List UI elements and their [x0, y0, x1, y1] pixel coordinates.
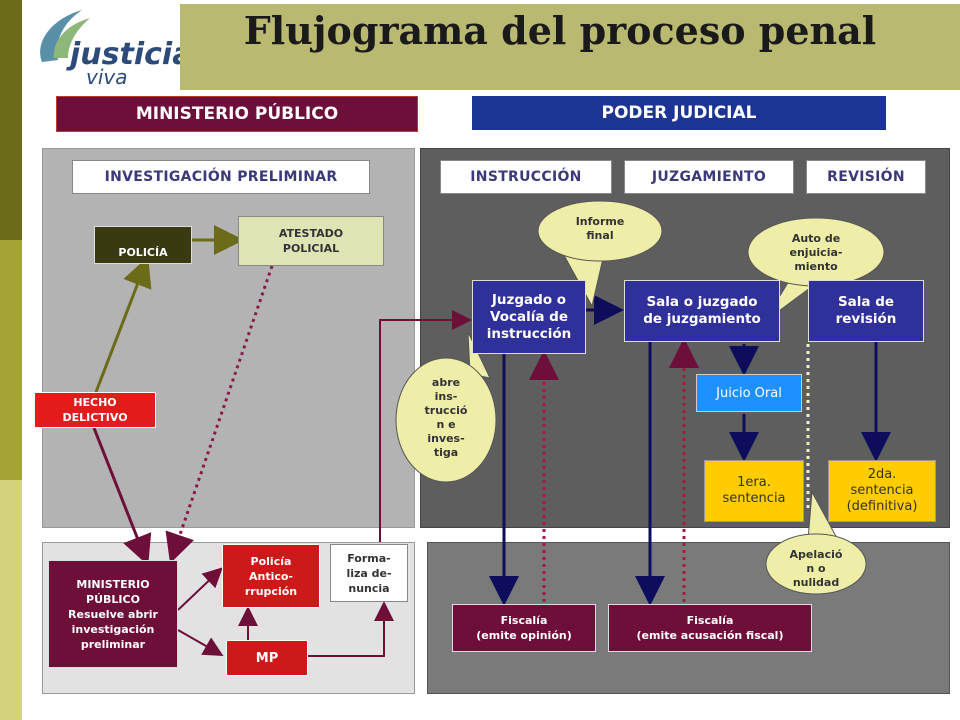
box-mp: MP — [226, 640, 308, 676]
bubble-informe-final — [537, 200, 663, 308]
decor-stripe-bottom — [0, 480, 22, 720]
box-atestado-policial: ATESTADO POLICIAL — [238, 216, 384, 266]
decor-stripe-middle — [0, 240, 22, 480]
logo-text-viva: viva — [86, 65, 127, 89]
bubble-abre-instruccion — [395, 331, 497, 483]
arrow-atestado-to-ministerio-dotted — [165, 265, 274, 564]
box-sala-juzgamiento: Sala o juzgado de juzgamiento — [624, 280, 780, 342]
page-title: Flujograma del proceso penal — [243, 8, 877, 53]
box-hecho-delictivo: HECHO DELICTIVO — [34, 392, 156, 428]
arrow-hecho-to-ministerio — [92, 427, 152, 566]
box-sala-revision: Sala de revisión — [808, 280, 924, 342]
box-juzgado-instruccion: Juzgado o Vocalía de instrucción — [472, 280, 586, 354]
bubble-apelacion-nulidad — [765, 490, 867, 595]
arrow-mp-to-formaliza — [308, 601, 394, 657]
header-poder-judicial: PODER JUDICIAL — [472, 96, 886, 130]
phase-juzgamiento: JUZGAMIENTO — [624, 160, 794, 194]
box-policia-anticorrupcion: Policía Antico- rrupción — [222, 544, 320, 608]
box-policia: POLICÍA — [94, 226, 192, 264]
box-ministerio-publico: MINISTERIO PÚBLICO Resuelve abrir invest… — [48, 560, 178, 668]
title-band — [180, 4, 960, 90]
logo-mark-icon: justicia viva — [40, 10, 192, 89]
arrow-ministerio-to-mp — [177, 629, 224, 656]
header-ministerio-publico: MINISTERIO PÚBLICO — [56, 96, 418, 132]
box-segunda-sentencia: 2da. sentencia (definitiva) — [828, 460, 936, 522]
arrow-hecho-to-policia — [94, 256, 152, 393]
bubble-text-abre-instruccion: abre ins- trucció n e inves- tiga — [424, 376, 468, 459]
phase-instruccion: INSTRUCCIÓN — [440, 160, 612, 194]
box-formaliza-denuncia: Forma- liza de- nuncia — [330, 544, 408, 602]
decor-stripe-top — [0, 0, 22, 240]
box-fiscalia-opinion: Fiscalía (emite opinión) — [452, 604, 596, 652]
arrow-formaliza-to-juzgado — [379, 310, 472, 542]
logo: justicia viva — [24, 0, 192, 96]
bubble-text-apelacion-nulidad: Apelació n o nulidad — [789, 548, 843, 589]
box-juicio-oral: Juicio Oral — [696, 374, 802, 412]
bubble-text-informe-final: Informe final — [575, 215, 625, 242]
bubble-text-auto-enjuiciamiento: Auto de enjuicia- miento — [789, 232, 843, 273]
logo-text-justicia: justicia — [66, 37, 180, 72]
phase-revision: REVISIÓN — [806, 160, 926, 194]
panel-investigacion — [42, 148, 415, 528]
arrow-ministerio-to-policia-anticorrupcion — [177, 567, 223, 611]
phase-investigacion-preliminar: INVESTIGACIÓN PRELIMINAR — [72, 160, 370, 194]
box-primera-sentencia: 1era. sentencia — [704, 460, 804, 522]
box-fiscalia-acusacion: Fiscalía (emite acusación fiscal) — [608, 604, 812, 652]
